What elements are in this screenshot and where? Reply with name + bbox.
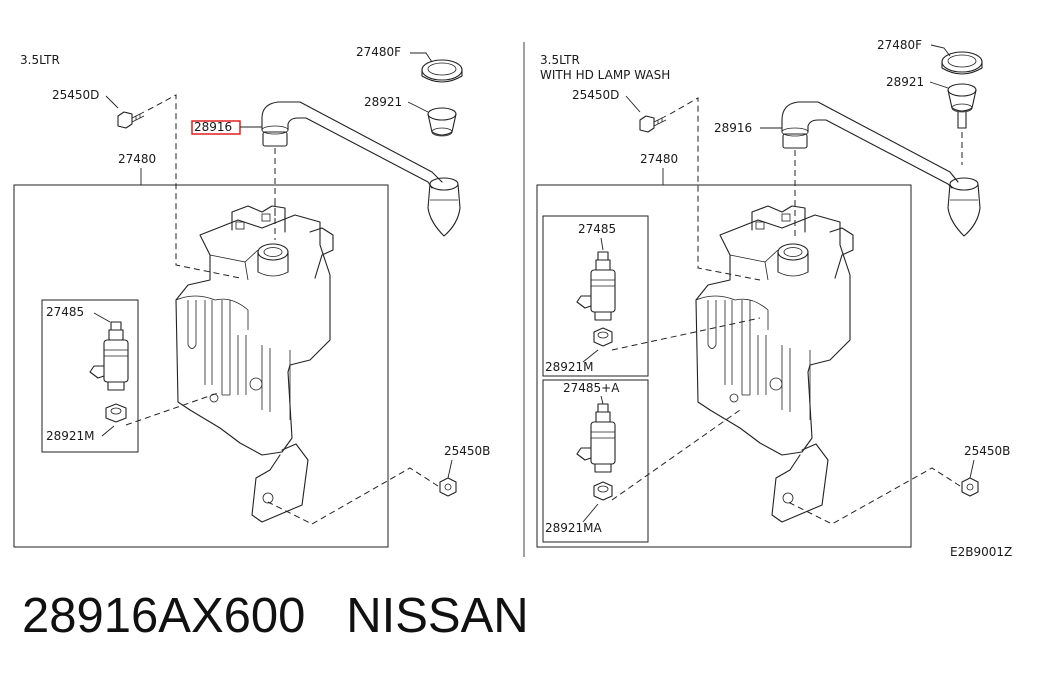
right-cap-callout: 27480F xyxy=(877,38,922,52)
diagram-code: E2B9001Z xyxy=(950,545,1012,559)
left-washer-tank xyxy=(175,205,334,523)
part-footer: 28916AX600 NISSAN xyxy=(22,592,529,641)
right-bolt-callout: 25450D xyxy=(572,88,619,102)
left-pump-seal-callout: 28921M xyxy=(46,429,95,443)
right-pump-alt-seal xyxy=(593,481,613,501)
right-washer-tank xyxy=(695,205,854,523)
left-bolt-callout: 25450D xyxy=(52,88,99,102)
right-panel: 3.5LTR WITH HD LAMP WASH 27480F 28921 25… xyxy=(536,38,1012,559)
right-pump-callout: 27485 xyxy=(578,222,616,236)
right-engine-label: 3.5LTR xyxy=(540,53,580,67)
right-tank-callout: 27480 xyxy=(640,152,678,166)
right-nut xyxy=(961,477,979,497)
part-number: 28916AX600 xyxy=(22,589,306,643)
left-tank-frame xyxy=(13,184,389,548)
right-bolt xyxy=(639,115,667,133)
right-tank-frame xyxy=(536,184,912,548)
brand-name: NISSAN xyxy=(346,589,529,643)
left-pump-frame xyxy=(41,299,139,453)
right-variant-label: WITH HD LAMP WASH xyxy=(540,68,670,82)
right-pump-alt-frame xyxy=(542,379,649,543)
left-washer-cap xyxy=(421,59,463,83)
right-filler-seal xyxy=(947,83,977,165)
right-washer-cap xyxy=(941,51,983,75)
right-hose-callout: 28916 xyxy=(714,121,752,135)
left-pump-seal xyxy=(105,403,127,423)
right-pump-frame xyxy=(542,215,649,377)
right-nut-callout: 25450B xyxy=(964,444,1010,458)
right-seal-callout: 28921 xyxy=(886,75,924,89)
right-washer-pump xyxy=(576,251,616,321)
left-tank-callout: 27480 xyxy=(118,152,156,166)
left-filler-hose xyxy=(261,101,461,237)
left-washer-pump xyxy=(89,321,129,391)
right-pump-seal-callout: 28921M xyxy=(545,360,594,374)
left-filler-seal xyxy=(427,107,457,137)
right-washer-pump-alt xyxy=(576,403,616,473)
highlight-box xyxy=(191,120,241,135)
right-pump-alt-seal-callout: 28921MA xyxy=(545,521,603,535)
right-pump-alt-callout: 27485+A xyxy=(563,381,620,395)
left-panel: 3.5LTR 27480F 28921 25450D 28916 xyxy=(13,45,490,548)
left-pump-callout: 27485 xyxy=(46,305,84,319)
left-nut xyxy=(439,477,457,497)
left-engine-label: 3.5LTR xyxy=(20,53,60,67)
left-seal-callout: 28921 xyxy=(364,95,402,109)
left-nut-callout: 25450B xyxy=(444,444,490,458)
left-cap-callout: 27480F xyxy=(356,45,401,59)
right-pump-seal xyxy=(593,327,613,347)
right-filler-hose xyxy=(781,101,981,237)
left-hose-callout: 28916 xyxy=(194,120,232,134)
left-bolt xyxy=(117,111,145,129)
